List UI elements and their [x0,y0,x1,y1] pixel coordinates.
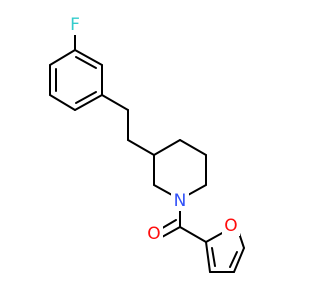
fluorine-label: F [70,15,80,35]
bond-c1-c2 [49,49,76,66]
bond-furan-c2-o [205,231,225,243]
bond-furan-inner-c2-c3 [211,247,216,267]
bond-furan-inner-c4-c5 [229,251,238,268]
furan-oxygen-label-bg [222,218,240,236]
molecule-drawing: F N O O [49,15,245,273]
fluorine-label-bg [67,17,83,35]
bond-inner-c4-c5 [75,91,97,104]
bonds [49,29,245,273]
bond-p3-p4 [153,139,181,156]
bond-carbonyl-furan [179,226,207,243]
bond-furan-c3-c2 [205,241,211,273]
nitrogen-label-bg [171,193,189,211]
bond-aryl-ch2 [101,94,129,111]
bond-ch2-piperidine [127,139,155,156]
carbonyl-oxygen-label: O [147,224,160,244]
bond-carbonyl-o [161,226,181,238]
bond-c6-c1 [74,49,103,66]
bond-p6-n [187,184,207,196]
atom-labels: F N O O [67,15,240,244]
bond-p4-p5 [179,139,207,156]
bond-c4-c5 [74,94,103,111]
bond-c3-c4 [49,94,76,111]
bond-n-p2 [153,184,173,196]
furan-oxygen-label: O [224,216,237,236]
structure-canvas: F N O O [49,15,245,273]
bond-inner-c6-c1 [75,56,97,69]
bond-furan-c5-c4 [233,247,245,273]
carbonyl-oxygen-label-bg [145,226,163,244]
nitrogen-label: N [174,191,187,211]
